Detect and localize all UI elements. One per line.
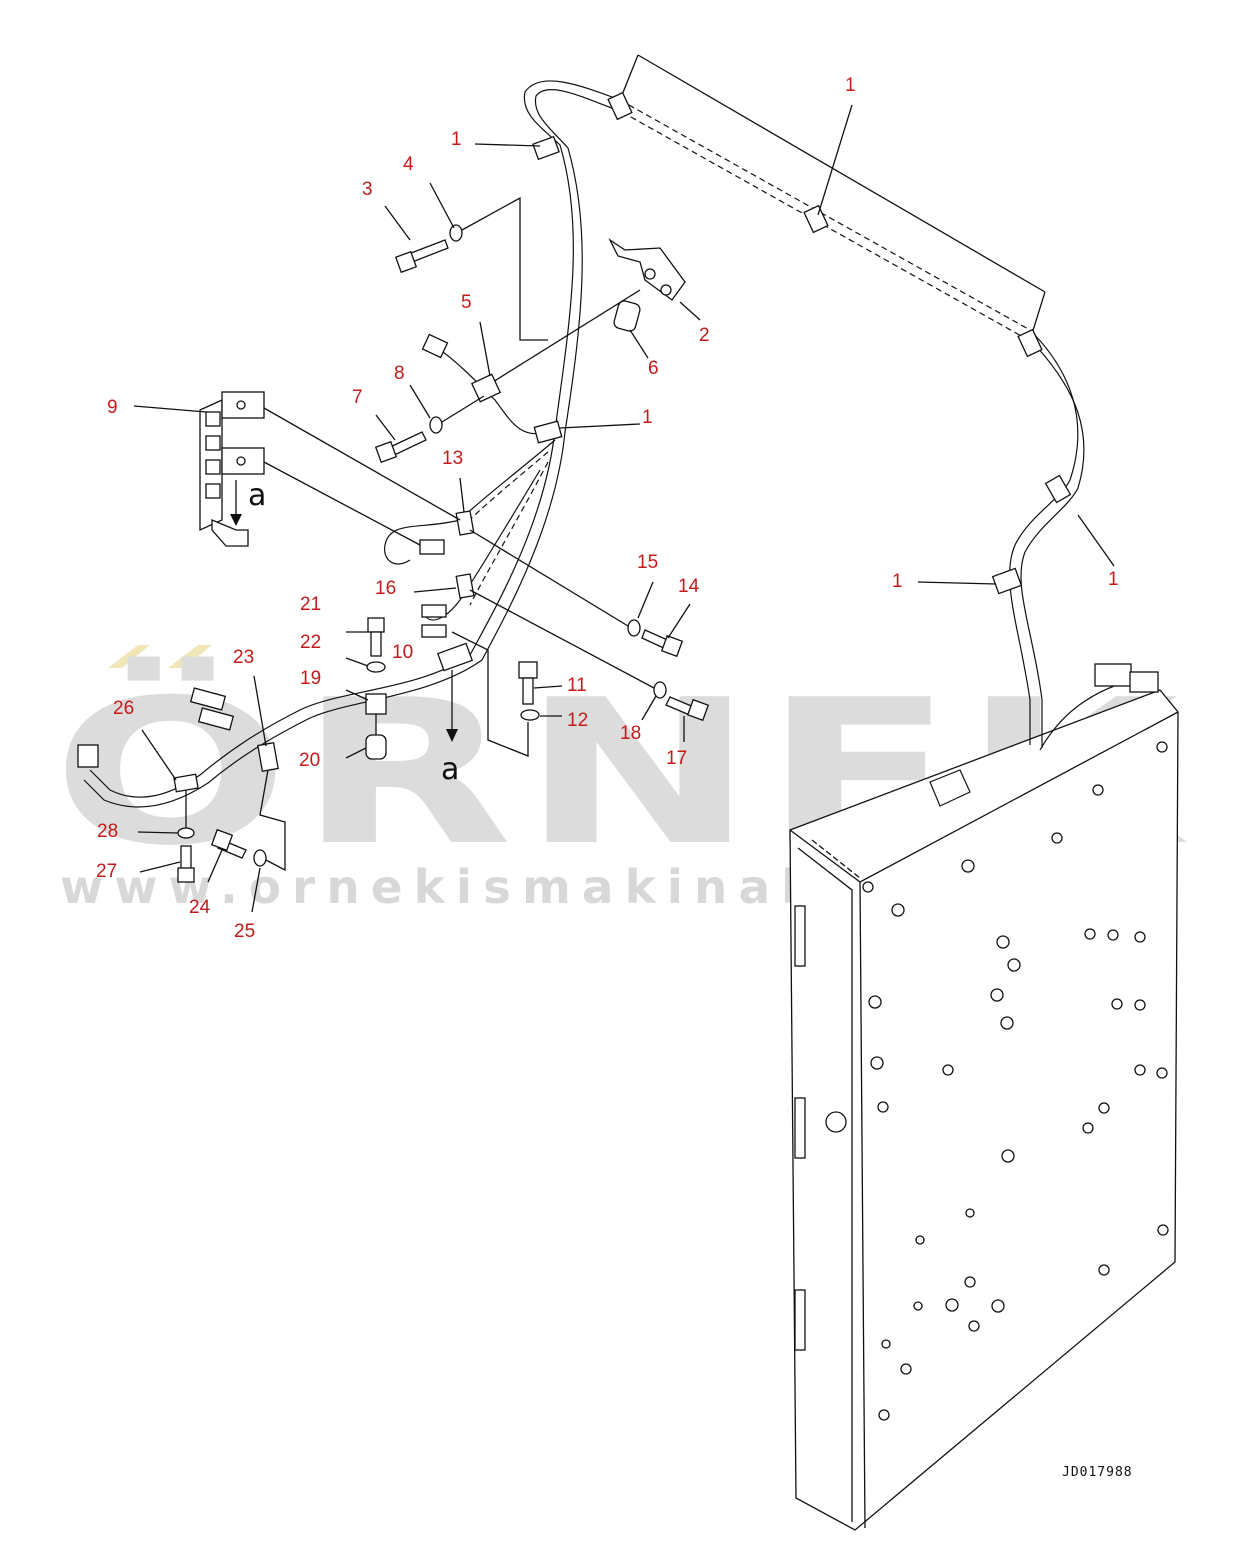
bracket-assembly xyxy=(479,238,686,391)
washer-18 xyxy=(653,681,667,699)
callout-2: 2 xyxy=(699,325,710,346)
control-box xyxy=(789,663,1179,1531)
leader-lines xyxy=(133,104,1115,913)
bolt-27 xyxy=(180,845,192,871)
callout-1c: 1 xyxy=(642,407,653,428)
callout-15: 15 xyxy=(637,552,658,573)
callout-10: 10 xyxy=(392,642,413,663)
callout-16: 16 xyxy=(375,578,396,599)
spacer-20 xyxy=(365,734,387,760)
callout-23: 23 xyxy=(233,647,254,668)
clamp-top-3 xyxy=(1017,328,1043,358)
washer-12 xyxy=(520,709,540,721)
callout-21: 21 xyxy=(300,594,321,615)
clamp-top-2 xyxy=(803,204,829,234)
panel-fasteners xyxy=(862,741,1169,1421)
callout-28: 28 xyxy=(97,821,118,842)
drawing-number: JD017988 xyxy=(1062,1465,1133,1480)
callout-labels: 1 1 1 1 1 1 2 3 4 5 6 7 8 9 10 11 12 13 … xyxy=(96,75,1119,942)
callout-4: 4 xyxy=(403,154,414,175)
callout-8: 8 xyxy=(394,363,405,384)
callout-17: 17 xyxy=(666,748,687,769)
bolt-21-head xyxy=(367,617,385,633)
clamp-10 xyxy=(436,642,474,672)
spacer-6 xyxy=(613,300,641,332)
spacer-19 xyxy=(365,693,387,715)
washer-28 xyxy=(177,827,195,839)
callout-5: 5 xyxy=(461,292,472,313)
reference-a-top: a xyxy=(248,478,266,513)
callout-11: 11 xyxy=(567,675,587,696)
callout-24: 24 xyxy=(189,897,211,918)
fasteners xyxy=(173,196,710,883)
callout-13: 13 xyxy=(442,448,463,469)
reference-arrows xyxy=(230,480,458,742)
clamp-mid xyxy=(533,420,563,444)
washer-22 xyxy=(366,661,386,673)
bolt-11 xyxy=(522,677,534,705)
reference-a-bottom: a xyxy=(441,752,459,787)
callout-3: 3 xyxy=(362,179,373,200)
clamps xyxy=(532,91,1072,595)
callout-18: 18 xyxy=(620,723,641,744)
callout-1d: 1 xyxy=(1108,569,1119,590)
watermark-accent-right xyxy=(168,645,212,668)
callout-7: 7 xyxy=(352,387,363,408)
clamp-bar xyxy=(619,54,1046,341)
bolt-27-head xyxy=(177,867,195,883)
callout-25: 25 xyxy=(234,921,255,942)
terminal-block-9 xyxy=(199,391,461,547)
clamp-upper-left xyxy=(532,135,560,161)
callout-20: 20 xyxy=(299,750,320,771)
callout-26: 26 xyxy=(113,698,134,719)
clamp-top-1 xyxy=(607,91,633,121)
bolt-21 xyxy=(370,631,382,657)
callout-9: 9 xyxy=(107,397,118,418)
callout-1b: 1 xyxy=(845,75,856,96)
clamp-right-upper xyxy=(1044,474,1072,504)
callout-12: 12 xyxy=(567,710,588,731)
wire-harness xyxy=(77,80,1085,808)
callout-19: 19 xyxy=(300,668,321,689)
watermark-accent-left xyxy=(108,645,150,668)
callout-27: 27 xyxy=(96,861,117,882)
clamp-16 xyxy=(455,573,475,599)
bolt-11-head xyxy=(518,661,538,679)
clamp-right-lower xyxy=(991,567,1023,595)
clamp-5 xyxy=(470,373,502,403)
callout-6: 6 xyxy=(648,358,659,379)
clamp-26 xyxy=(173,773,199,793)
callout-14: 14 xyxy=(678,576,700,597)
washer-25 xyxy=(253,849,267,867)
reference-labels: a a xyxy=(248,478,459,787)
callout-1a: 1 xyxy=(451,129,462,150)
washer-15 xyxy=(627,619,641,637)
callout-22: 22 xyxy=(300,632,321,653)
washer-4 xyxy=(449,224,463,242)
callout-1e: 1 xyxy=(892,571,903,592)
clamp-13 xyxy=(455,510,475,536)
washer-8 xyxy=(429,416,443,434)
